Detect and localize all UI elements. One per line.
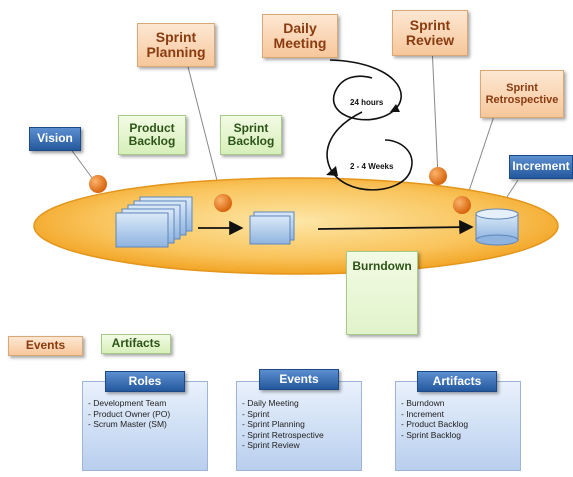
review-connector xyxy=(431,44,439,177)
list-item: Burndown xyxy=(401,398,468,409)
list-item: Development Team xyxy=(88,398,170,409)
sprint-retrospective-box: Sprint Retrospective xyxy=(480,70,564,118)
events-panel: Daily Meeting Sprint Sprint Planning Spr… xyxy=(236,381,362,471)
list-item: Daily Meeting xyxy=(242,398,324,409)
list-item: Sprint Review xyxy=(242,440,324,451)
sprint-loop-label: 2 - 4 Weeks xyxy=(350,162,394,171)
list-item: Product Owner (PO) xyxy=(88,409,170,420)
legend-artifacts: Artifacts xyxy=(101,334,171,354)
events-panel-title: Events xyxy=(259,369,339,390)
artifacts-panel-title: Artifacts xyxy=(417,371,497,392)
sprint-review-box: Sprint Review xyxy=(392,10,468,56)
planning-connector xyxy=(184,54,223,201)
list-item: Sprint Backlog xyxy=(401,430,468,441)
flow-arrow-2 xyxy=(317,219,474,235)
vision-dot xyxy=(89,175,107,193)
daily-loop-label: 24 hours xyxy=(350,98,384,107)
increment-connector xyxy=(504,179,519,201)
list-item: Scrum Master (SM) xyxy=(88,419,170,430)
retrospective-dot xyxy=(453,196,471,214)
burndown-box: Burndown xyxy=(346,251,418,335)
daily-loop xyxy=(329,59,402,121)
list-item: Sprint Retrospective xyxy=(242,430,324,441)
review-dot xyxy=(429,167,447,185)
sprint-planning-box: Sprint Planning xyxy=(137,23,215,67)
daily-meeting-box: Daily Meeting xyxy=(262,14,338,58)
list-item: Increment xyxy=(401,409,468,420)
planning-dot xyxy=(214,194,232,212)
burndown-label: Burndown xyxy=(352,259,412,273)
sprint-backlog-stack xyxy=(249,211,295,245)
events-list: Daily Meeting Sprint Sprint Planning Spr… xyxy=(242,398,324,451)
list-item: Sprint xyxy=(242,409,324,420)
roles-panel-title: Roles xyxy=(105,371,185,392)
sprint-backlog-box: Sprint Backlog xyxy=(220,115,282,155)
roles-list: Development Team Product Owner (PO) Scru… xyxy=(88,398,170,430)
vision-connector xyxy=(69,147,96,183)
vision-box: Vision xyxy=(29,127,81,151)
increment-cylinder xyxy=(475,208,519,246)
list-item: Product Backlog xyxy=(401,419,468,430)
legend-events: Events xyxy=(8,336,83,356)
list-item: Sprint Planning xyxy=(242,419,324,430)
increment-box: Increment xyxy=(509,155,573,179)
artifacts-panel: Burndown Increment Product Backlog Sprin… xyxy=(395,381,521,471)
roles-panel: Development Team Product Owner (PO) Scru… xyxy=(82,381,208,471)
product-backlog-stack xyxy=(115,196,193,248)
artifacts-list: Burndown Increment Product Backlog Sprin… xyxy=(401,398,468,440)
sprint-loop xyxy=(326,111,413,191)
product-backlog-box: Product Backlog xyxy=(118,115,186,155)
